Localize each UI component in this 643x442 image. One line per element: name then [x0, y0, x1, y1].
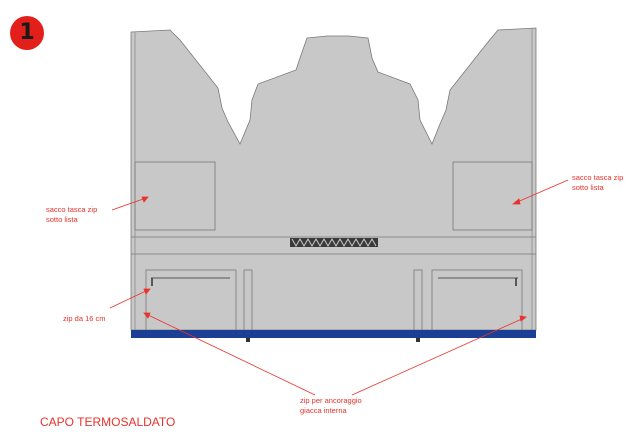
step-number-badge: 1: [10, 16, 44, 50]
left-pocket-label: sacco tasca zip sotto lista: [46, 205, 98, 224]
hem-band: [131, 330, 536, 338]
annotation-arrows: [109, 179, 569, 396]
arrow-zip: [109, 289, 149, 309]
right-pocket-label: sacco tasca zip sotto lista: [572, 173, 624, 192]
zip-length-label: zip da 16 cm: [63, 314, 106, 323]
arrow-anchor-left: [145, 313, 316, 396]
arrow-anchor-right: [351, 317, 525, 396]
left-chest-pocket: [134, 161, 216, 231]
center-logo-patch: [290, 237, 378, 248]
garment-body: [130, 27, 537, 331]
arrow-right-pocket: [514, 179, 569, 204]
anchor-zip-label: zip per ancoraggio giacca interna: [300, 396, 362, 415]
caption-title: CAPO TERMOSALDATO: [40, 415, 176, 429]
arrow-left-pocket: [111, 197, 147, 211]
